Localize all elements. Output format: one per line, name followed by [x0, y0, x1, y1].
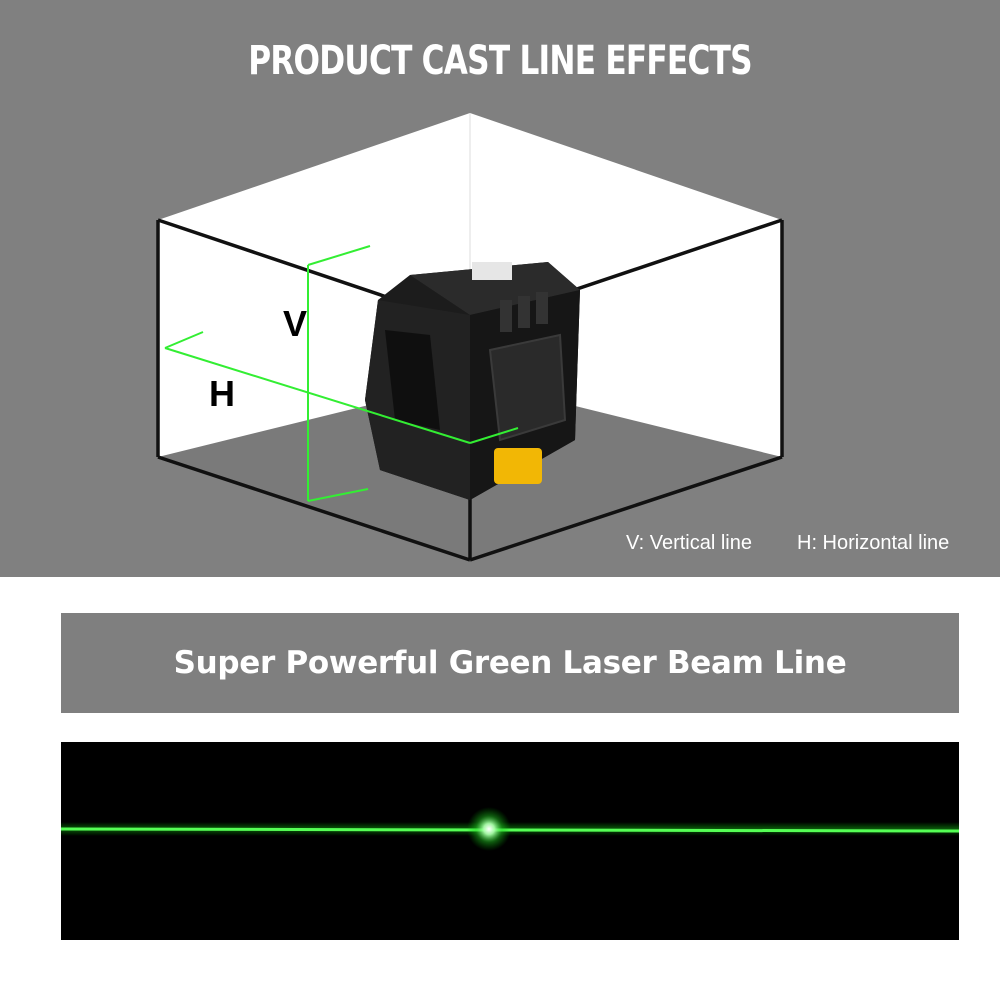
tool-label-icon [472, 262, 512, 280]
laser-dot [467, 807, 511, 851]
vertical-axis-label: V [283, 303, 308, 344]
vertical-laser-line [307, 245, 371, 502]
horizontal-laser-line [164, 331, 519, 444]
top-panel: PRODUCT CAST LINE EFFECTS [0, 0, 1000, 577]
horizontal-axis-label: H [209, 373, 235, 414]
legend-horizontal: H: Horizontal line [797, 532, 950, 554]
feature-banner: Super Powerful Green Laser Beam Line [61, 613, 959, 713]
legend-vertical: V: Vertical line [626, 532, 752, 554]
room-diagram [156, 113, 784, 562]
laser-level-tool [365, 262, 580, 500]
tool-yellow-button [494, 448, 542, 484]
page-title: PRODUCT CAST LINE EFFECTS [248, 38, 752, 84]
laser-beam-panel [61, 742, 959, 940]
feature-banner-text: Super Powerful Green Laser Beam Line [173, 645, 847, 681]
laser-beam-illustration [61, 807, 959, 851]
